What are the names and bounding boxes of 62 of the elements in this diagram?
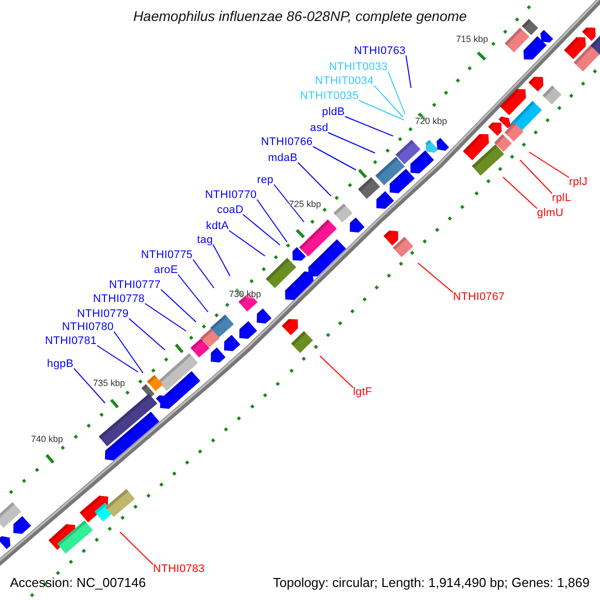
gene-label: NTHI0780 — [62, 320, 114, 334]
scale-label: 715 kbp — [456, 34, 488, 44]
leader-line — [96, 345, 138, 372]
gene-label: aroE — [154, 264, 178, 276]
gene-label: rplJ — [569, 176, 588, 188]
gene-label: NTHIT0033 — [329, 60, 388, 74]
leader-line — [298, 162, 332, 196]
gene-label: NTHI0783 — [153, 562, 205, 576]
leader-line — [320, 356, 354, 388]
leader-line — [228, 230, 266, 256]
leader-line — [120, 532, 154, 565]
leader-line — [74, 368, 106, 404]
leader-line — [256, 199, 288, 242]
gene-label: tag — [197, 234, 213, 246]
leader-line — [312, 146, 356, 170]
leader-line — [242, 214, 280, 246]
leader-line — [406, 55, 412, 88]
leader-line — [528, 152, 570, 178]
scale-label: 740 kbp — [31, 434, 64, 444]
gene-label: NTHI0763 — [354, 44, 406, 58]
gene-label: pldB — [322, 106, 345, 118]
leader-line — [502, 176, 538, 209]
title: Haemophilus influenzae 86-028NP, complete genome — [132, 10, 468, 23]
gene-label: NTHIT0034 — [315, 74, 374, 88]
scale-label: 720 kbp — [415, 116, 448, 126]
leader-line — [344, 116, 394, 136]
gene-label: asd — [310, 122, 328, 134]
leader-line — [144, 303, 186, 332]
footer-text: Topology: circular; Length: 1,914,490 bp; Genes: 1,869 — [273, 576, 590, 588]
gene-label: NTHI0779 — [77, 308, 129, 320]
gene-label: rep — [257, 174, 274, 186]
gene-label: glmU — [537, 206, 564, 220]
footer-text: Accession: NC_007146 — [10, 576, 146, 588]
leader-line — [160, 289, 196, 322]
gene-label: NTHIT0035 — [300, 90, 359, 102]
leader-line — [114, 331, 144, 374]
leader-line — [374, 85, 404, 118]
gene-label: mdaB — [268, 152, 298, 164]
gene-label: NTHI0781 — [45, 334, 97, 348]
gene-label: kdtA — [206, 220, 229, 232]
gene-label: NTHI0770 — [205, 188, 257, 202]
leader-line — [358, 100, 404, 120]
leader-line — [178, 274, 208, 312]
gene-label: hgpB — [47, 358, 74, 370]
leader-line — [274, 184, 304, 222]
leader-line — [128, 318, 166, 350]
scale-label: 725 kbp — [289, 199, 322, 209]
gene-label: rplL — [552, 192, 572, 204]
scale-label: 735 kbp — [93, 378, 126, 388]
gene-label: NTHI0778 — [93, 292, 145, 306]
gene-label: NTHI0766 — [261, 136, 313, 148]
leader-line — [520, 160, 552, 194]
leader-line — [388, 71, 406, 114]
leader-line — [212, 244, 230, 276]
gene-label: NTHI0767 — [453, 290, 505, 304]
leader-line — [192, 259, 214, 288]
gene-label: coaD — [217, 204, 244, 216]
gene-label: NTHI0777 — [109, 278, 161, 292]
leader-line — [418, 262, 454, 293]
leader-line — [328, 132, 376, 154]
gene-label: NTHI0775 — [141, 248, 193, 262]
gene-label: lgtF — [353, 386, 372, 398]
